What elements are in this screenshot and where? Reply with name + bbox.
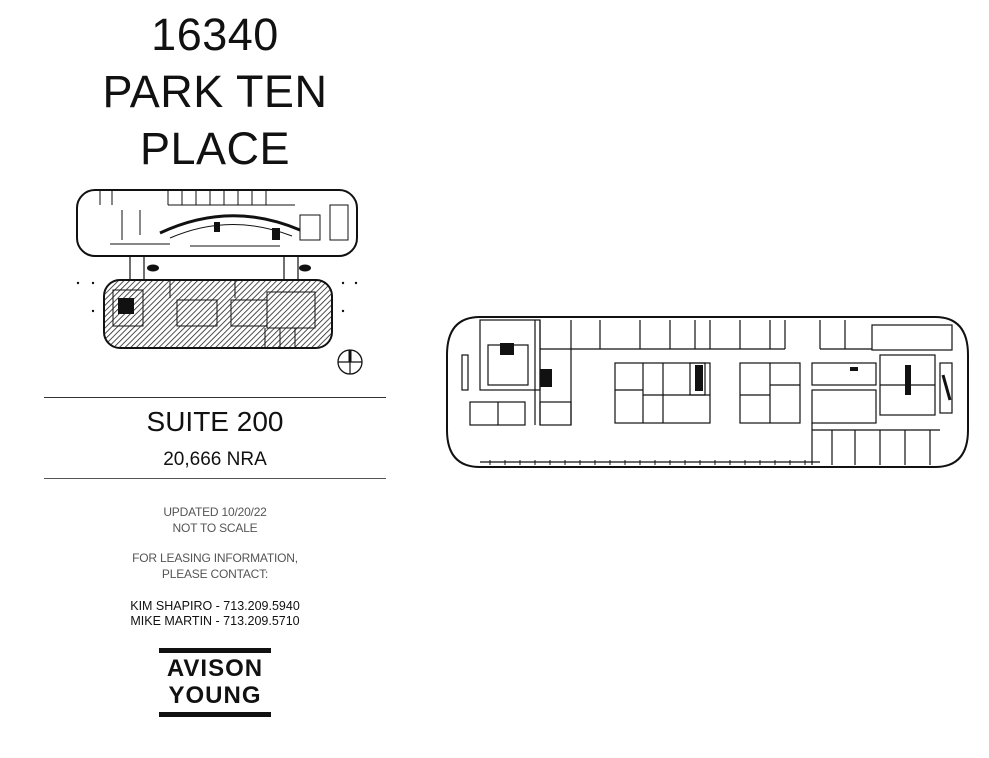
logo-word-avison: AVISON xyxy=(166,655,264,682)
suite-200-floor-plan xyxy=(446,316,969,468)
divider-top xyxy=(44,397,386,398)
contact-kim-shapiro: KIM SHAPIRO - 713.209.5940 xyxy=(130,599,300,613)
logo-word-young: YOUNG xyxy=(168,682,262,709)
leasing-info-line1: FOR LEASING INFORMATION, xyxy=(132,551,298,565)
divider-bottom xyxy=(44,478,386,479)
avison-young-logo: AVISON YOUNG xyxy=(159,648,271,718)
building-key-plan xyxy=(76,189,363,375)
building-name-line1: PARK TEN xyxy=(102,66,328,117)
updated-date: UPDATED 10/20/22 xyxy=(163,505,267,519)
address-number: 16340 xyxy=(151,9,279,60)
building-name-line2: PLACE xyxy=(139,123,291,174)
north-arrow-icon xyxy=(337,349,363,375)
contact-mike-martin: MIKE MARTIN - 713.209.5710 xyxy=(130,614,300,628)
suite-name: SUITE 200 xyxy=(146,406,284,437)
suite-area: 20,666 NRA xyxy=(163,449,267,470)
scale-note: NOT TO SCALE xyxy=(172,521,258,535)
leasing-info-line2: PLEASE CONTACT: xyxy=(161,567,269,581)
